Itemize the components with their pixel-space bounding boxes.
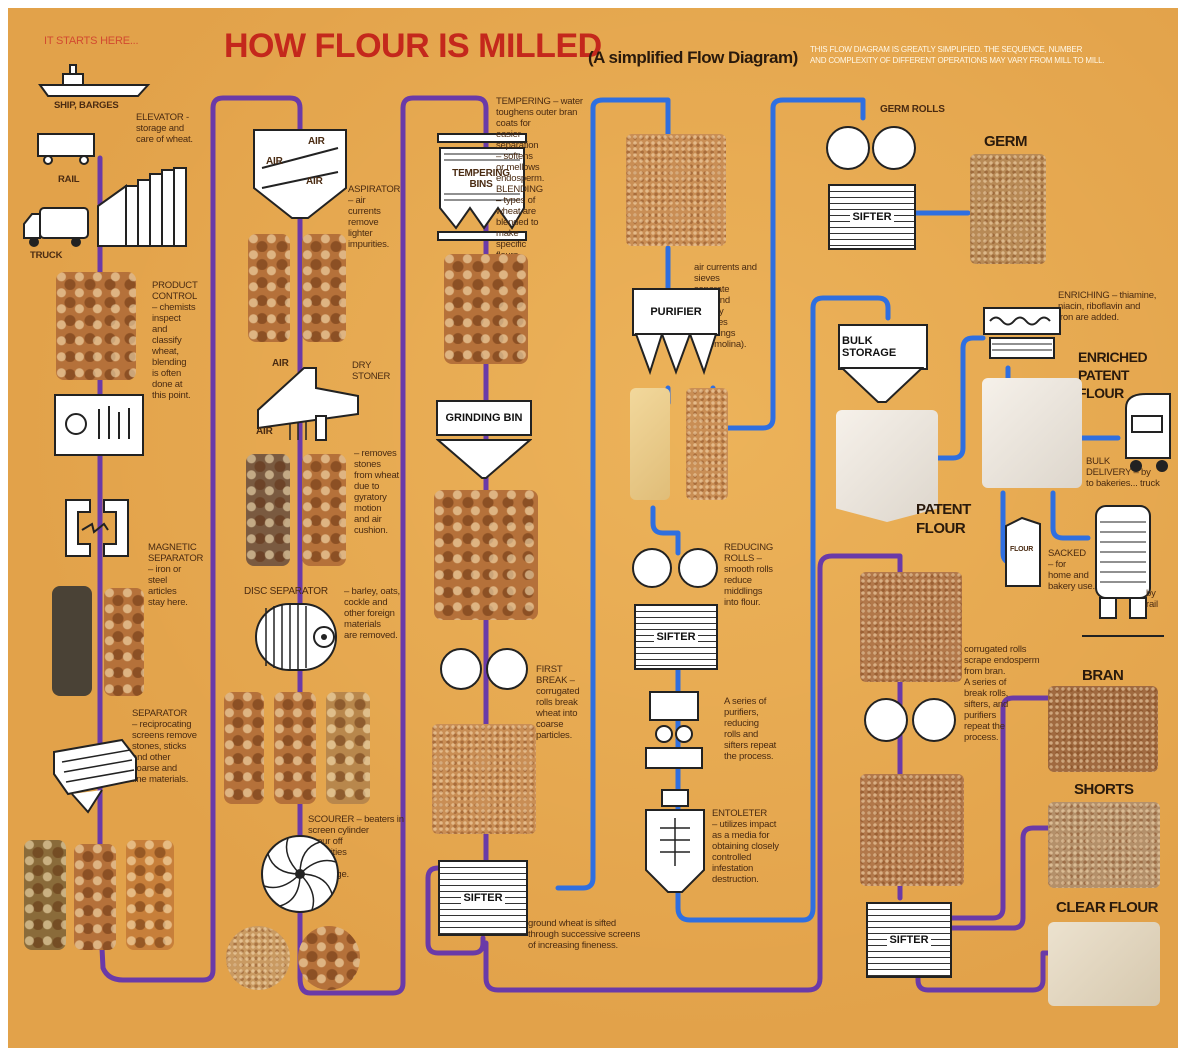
sifter-box: SIFTER bbox=[634, 604, 718, 670]
germ-roll-icon bbox=[872, 126, 916, 170]
page-subtitle: (A simplified Flow Diagram) bbox=[588, 48, 798, 67]
disc-separator-icon bbox=[240, 600, 350, 674]
endosperm-image bbox=[860, 774, 964, 886]
disc-separator-label: DISC SEPARATOR bbox=[244, 586, 328, 597]
wheat-column-image bbox=[302, 454, 346, 566]
reducing-rolls-label: REDUCING ROLLS – smooth rolls reduce mid… bbox=[724, 542, 773, 608]
disc-separator-description: – barley, oats, cockle and other foreign… bbox=[344, 586, 400, 641]
reducing-roll-icon bbox=[632, 548, 672, 588]
sifter-box: SIFTER bbox=[438, 860, 528, 936]
purifier-hoppers-icon bbox=[634, 332, 718, 382]
impurities-image bbox=[24, 840, 66, 950]
aspirator-label: ASPIRATOR – air currents remove lighter … bbox=[348, 184, 400, 250]
air-label: AIR bbox=[306, 176, 323, 187]
enriching-feeder-icon bbox=[982, 306, 1062, 366]
bulk-delivery-label: BULK DELIVERY – by to bakeries... truck bbox=[1086, 456, 1160, 489]
air-label: AIR bbox=[266, 156, 283, 167]
bran-label: BRAN bbox=[1082, 666, 1123, 685]
entoleter-label: ENTOLETER – utilizes impact as a media f… bbox=[712, 808, 779, 885]
rail-tank-car-icon bbox=[1080, 502, 1166, 638]
bran-image bbox=[1048, 686, 1158, 772]
shorts-label: SHORTS bbox=[1074, 780, 1134, 799]
enriching-label: ENRICHING – thiamine, niacin, riboflavin… bbox=[1058, 290, 1156, 323]
elevator-label: ELEVATOR - storage and care of wheat. bbox=[136, 112, 193, 145]
bulk-storage-hopper-icon bbox=[840, 366, 924, 406]
wheat-column-image bbox=[302, 234, 346, 342]
scoured-wheat-image bbox=[298, 926, 360, 990]
separator-label: SEPARATOR – reciprocating screens remove… bbox=[132, 708, 197, 785]
grinding-bin-hopper-icon bbox=[436, 438, 532, 482]
magnet-icon bbox=[60, 498, 134, 558]
germ-image bbox=[970, 154, 1046, 264]
tempered-wheat-image bbox=[444, 254, 528, 364]
wheat-column-image bbox=[248, 234, 290, 342]
patent-flour-label: PATENT FLOUR bbox=[916, 500, 971, 538]
first-break-label: FIRST BREAK – corrugated rolls break whe… bbox=[536, 664, 579, 741]
air-side-label: AIR bbox=[256, 426, 273, 437]
by-rail-label: by rail bbox=[1146, 588, 1158, 610]
shorts-image bbox=[1048, 802, 1160, 888]
ground-wheat-image bbox=[434, 490, 538, 620]
purifier-rolls-icon bbox=[642, 690, 706, 770]
reducing-roll-icon bbox=[678, 548, 718, 588]
stoner-description: – removes stones from wheat due to gyrat… bbox=[354, 448, 399, 536]
truck-label: TRUCK bbox=[30, 250, 62, 261]
air-label: AIR bbox=[308, 136, 325, 147]
cleaned-wheat-image bbox=[126, 840, 174, 950]
rail-car-icon bbox=[36, 130, 96, 166]
grain-elevator-icon bbox=[96, 166, 188, 248]
series-description: A series of purifiers, reducing rolls an… bbox=[724, 696, 776, 762]
ship-icon bbox=[38, 60, 153, 100]
bulk-storage-box: BULK STORAGE bbox=[838, 324, 928, 370]
rail-label: RAIL bbox=[58, 174, 79, 185]
wheat-column-image bbox=[74, 844, 116, 950]
germ-rolls-label: GERM ROLLS bbox=[880, 104, 945, 115]
tempering-blending-label: TEMPERING – water toughens outer bran co… bbox=[496, 96, 583, 261]
product-control-label: PRODUCT CONTROL – chemists inspect and c… bbox=[152, 280, 198, 401]
truck-icon bbox=[22, 202, 92, 250]
germ-sifter-box: SIFTER bbox=[828, 184, 916, 250]
clear-flour-label: CLEAR FLOUR bbox=[1056, 898, 1158, 917]
flour-sack-label: FLOUR bbox=[1010, 544, 1033, 555]
lab-inspection-icon bbox=[54, 394, 144, 456]
ship-barges-label: SHIP, BARGES bbox=[54, 100, 118, 111]
wheat-column-image bbox=[104, 588, 144, 696]
corrugated-rolls-description: corrugated rolls scrape endosperm from b… bbox=[964, 644, 1039, 743]
wheat-column-image bbox=[274, 692, 316, 804]
entoleter-icon bbox=[642, 788, 708, 898]
stones-image bbox=[246, 454, 290, 566]
scourer-icon bbox=[260, 828, 340, 920]
aspirator-icon bbox=[252, 128, 348, 232]
bran-particles-image bbox=[686, 388, 728, 500]
first-break-roll-icon bbox=[486, 648, 528, 690]
wheat-sample-image bbox=[56, 272, 136, 380]
disclaimer-text: THIS FLOW DIAGRAM IS GREATLY SIMPLIFIED.… bbox=[810, 44, 1104, 66]
starts-here-label: IT STARTS HERE... bbox=[44, 36, 138, 47]
page-title: HOW FLOUR IS MILLED bbox=[224, 26, 602, 66]
foreign-material-image bbox=[224, 692, 264, 804]
middlings-bran-image bbox=[860, 572, 962, 682]
flow-diagram-poster: IT STARTS HERE... HOW FLOUR IS MILLED (A… bbox=[8, 8, 1178, 1048]
clear-flour-image bbox=[1048, 922, 1160, 1006]
middlings-image bbox=[626, 134, 726, 246]
germ-roll-icon bbox=[826, 126, 870, 170]
break-roll-icon bbox=[864, 698, 908, 742]
magnetic-separator-label: MAGNETIC SEPARATOR – iron or steel artic… bbox=[148, 542, 203, 608]
enriched-flour-image bbox=[982, 378, 1082, 488]
iron-article-image bbox=[52, 586, 92, 696]
first-break-roll-icon bbox=[440, 648, 482, 690]
semolina-image bbox=[630, 388, 670, 500]
coarse-particles-image bbox=[432, 724, 536, 834]
final-sifter-box: SIFTER bbox=[866, 902, 952, 978]
germ-label: GERM bbox=[984, 132, 1027, 151]
roughage-image bbox=[226, 926, 290, 990]
grinding-bin-box: GRINDING BIN bbox=[436, 400, 532, 436]
purifier-box: PURIFIER bbox=[632, 288, 720, 336]
sifter-description: ground wheat is sifted through successiv… bbox=[528, 918, 640, 951]
break-roll-icon bbox=[912, 698, 956, 742]
separator-screen-icon bbox=[52, 738, 138, 814]
barley-oats-image bbox=[326, 692, 370, 804]
